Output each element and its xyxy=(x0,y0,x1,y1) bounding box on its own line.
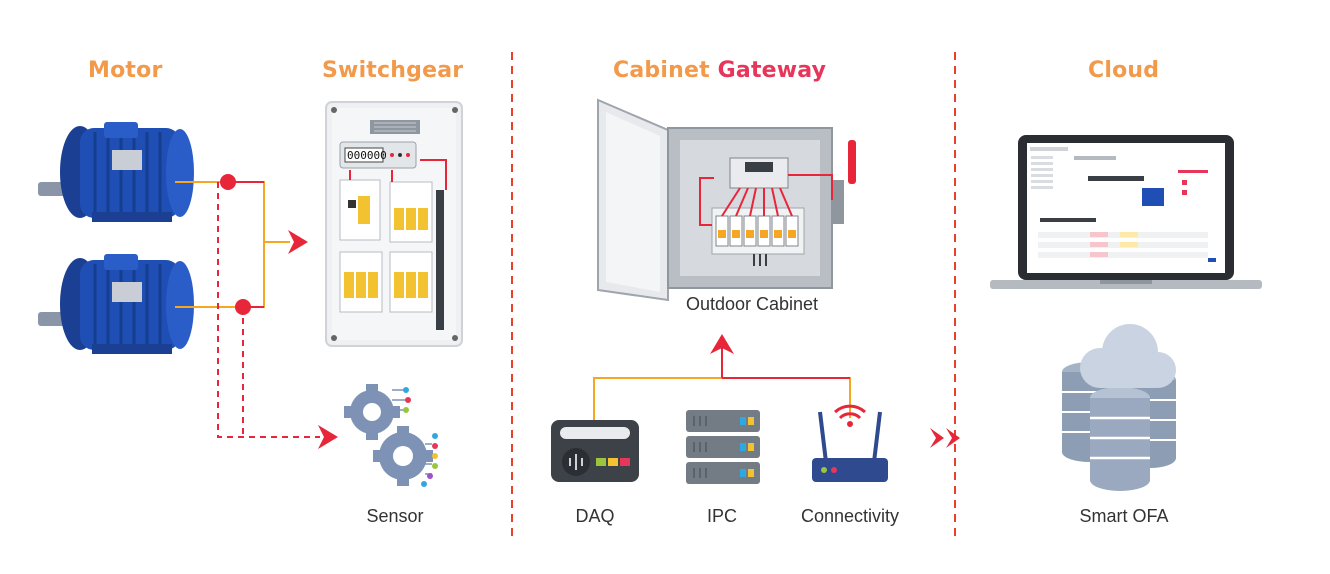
motor-wiring xyxy=(175,181,320,438)
cabinet-gateway-title: Cabinet Gateway xyxy=(613,58,826,83)
motor-icon-top xyxy=(38,122,194,222)
daq-label: DAQ xyxy=(575,506,615,526)
sensor-label: Sensor xyxy=(366,506,424,526)
cabinet-gateway-title-part2: Gateway xyxy=(717,58,827,83)
laptop-icon xyxy=(990,135,1262,289)
junction-dot-bottom xyxy=(235,299,251,315)
switchgear-icon: 000000 xyxy=(325,101,463,347)
double-chevron-icon xyxy=(930,428,960,448)
svg-text:000000: 000000 xyxy=(347,149,387,162)
cabinet-gateway-title-part1: Cabinet xyxy=(613,58,710,83)
cloud-title: Cloud xyxy=(1088,58,1160,83)
daq-icon xyxy=(551,420,639,482)
connectivity-label: Connectivity xyxy=(800,506,900,526)
cloud-database-icon xyxy=(1062,324,1176,491)
arrow-to-switchgear-icon xyxy=(288,230,308,254)
gateway-wiring xyxy=(593,348,851,420)
outdoor-cabinet-icon xyxy=(597,98,856,302)
switchgear-title: Switchgear xyxy=(322,58,464,83)
sensor-icon xyxy=(344,384,438,487)
junction-dot-top xyxy=(220,174,236,190)
arrow-to-cabinet-icon xyxy=(710,334,734,354)
ipc-label: IPC xyxy=(706,506,738,526)
outdoor-cabinet-label: Outdoor Cabinet xyxy=(685,294,819,314)
smart-ofa-label: Smart OFA xyxy=(1079,506,1169,526)
arrow-to-sensor-icon xyxy=(318,425,338,449)
ipc-icon xyxy=(686,410,760,484)
motor-icon-bottom xyxy=(38,254,194,354)
connectivity-icon xyxy=(812,404,888,482)
motor-title: Motor xyxy=(88,58,163,83)
